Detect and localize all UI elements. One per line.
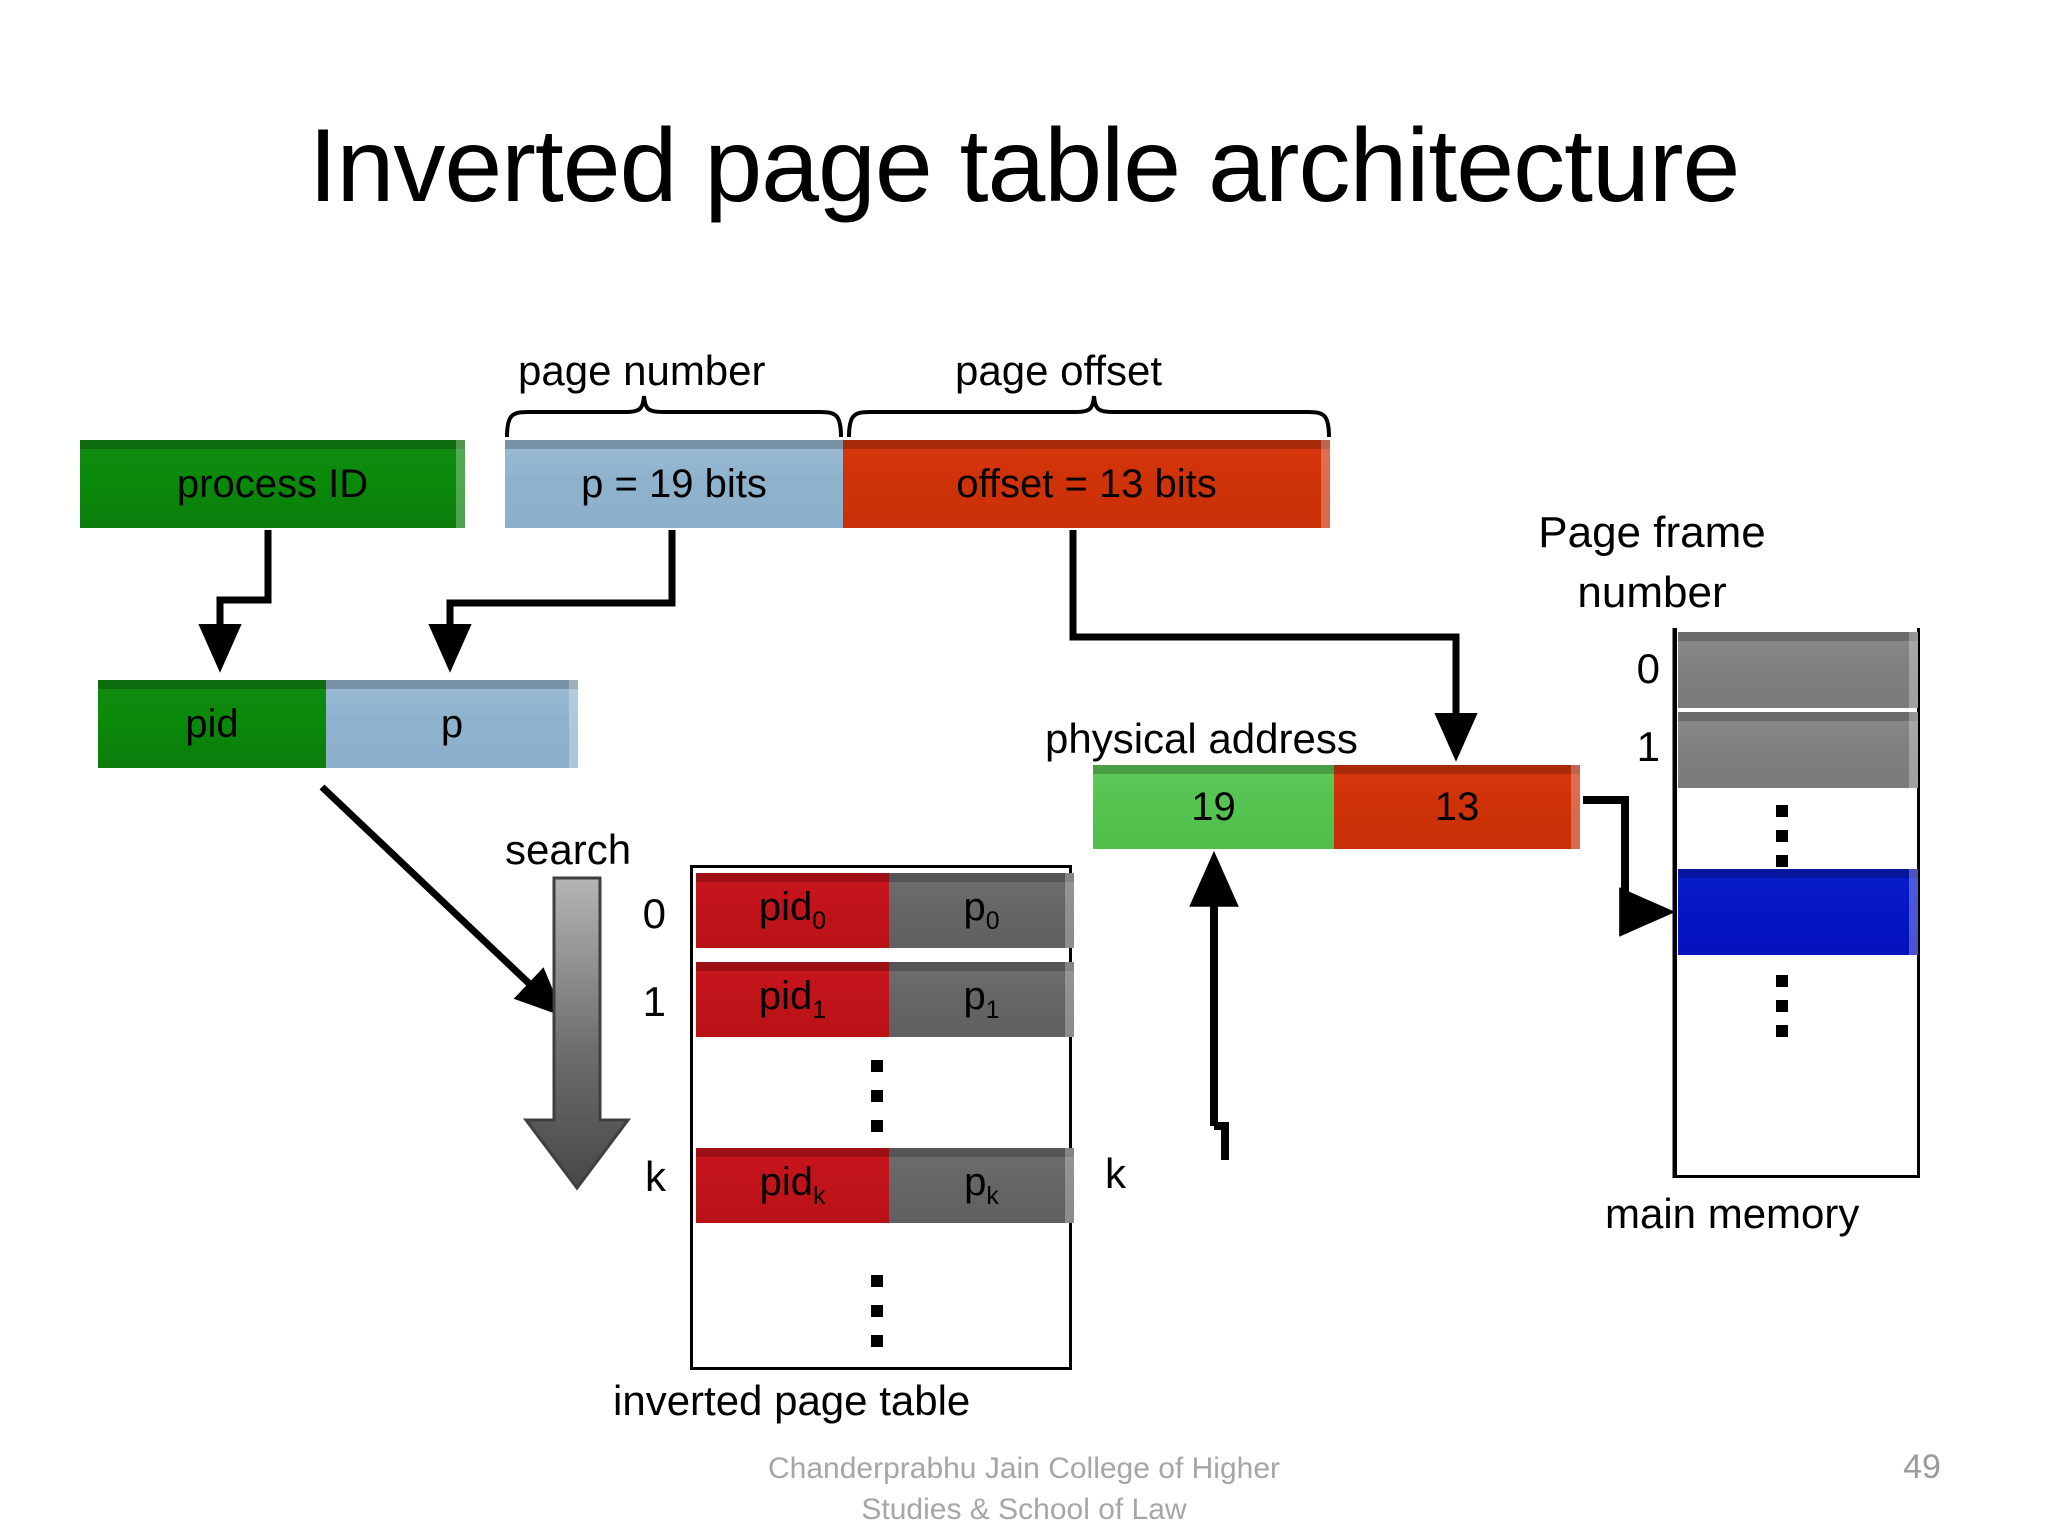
memory-ellipsis-upper [1775,805,1789,867]
pid-key-block[interactable]: pid [98,680,326,768]
physical-address-offset-value: 13 [1434,784,1480,829]
ellipsis-dot [871,1305,883,1317]
ellipsis-dot [1776,975,1788,987]
memory-frame-index-0: 0 [1636,645,1660,692]
ipt-row-index-k: k [645,1153,666,1200]
ipt-ellipsis-lower [870,1275,884,1347]
ipt-row-1-p-text: p1 [963,974,1000,1024]
ellipsis-dot [871,1060,883,1072]
offset-field-label: offset = 13 bits [956,461,1217,506]
page-offset-brace [847,395,1331,438]
ipt-row-0-p-cell[interactable]: p0 [889,873,1074,948]
page-frame-number-title-line1: Page frame [1538,508,1766,557]
ipt-row-1-pid-text: pid1 [758,974,827,1024]
inverted-page-table-caption: inverted page table [613,1377,971,1424]
main-memory-caption: main memory [1605,1190,1860,1237]
physical-address-source-index-label: k [1105,1150,1126,1197]
ellipsis-dot [871,1090,883,1102]
main-memory-container [1674,628,1920,1178]
ipt-row-0-pid-text: pid0 [758,885,827,935]
virtual-page-number-block[interactable]: p = 19 bits [505,440,843,528]
page-number-brace [505,395,843,438]
search-label: search [505,826,632,873]
page-offset-brace-label: page offset [955,347,1163,394]
physical-address-frame-value: 19 [1191,784,1236,829]
ipt-row-k-p-cell[interactable]: pk [889,1148,1074,1223]
p-key-block[interactable]: p [326,680,578,768]
ellipsis-dot [1776,1025,1788,1037]
ellipsis-dot [1776,855,1788,867]
process-id-label: process ID [176,461,369,506]
virtual-offset-block[interactable]: offset = 13 bits [843,440,1330,528]
physical-address-to-memory-connector [1583,796,1676,937]
ellipsis-dot [871,1120,883,1132]
p-key-label: p [440,701,464,746]
physical-address-offset-block[interactable]: 13 [1334,765,1580,849]
page-number-to-p-connector [428,530,676,673]
memory-frame-0[interactable] [1678,632,1918,708]
process-id-to-pid-connector [198,530,272,673]
ellipsis-dot [1776,830,1788,842]
ipt-row-k-pid-cell[interactable]: pidk [696,1148,889,1223]
footer-line-2: Studies & School of Law [861,1493,1187,1526]
ipt-row-0-p-text: p0 [963,885,1000,935]
ipt-row-1-pid-cell[interactable]: pid1 [696,962,889,1037]
ipt-row-k-p-text: pk [964,1160,999,1210]
ellipsis-dot [871,1335,883,1347]
memory-ellipsis-lower [1775,975,1789,1037]
physical-address-label: physical address [1045,715,1358,762]
ipt-row-index-0: 0 [642,890,666,937]
ellipsis-dot [1776,805,1788,817]
ipt-row-k-pid-text: pidk [759,1160,826,1210]
memory-target-frame[interactable] [1678,869,1918,955]
k-elbow-connector [1214,1122,1229,1160]
ellipsis-dot [1776,1000,1788,1012]
pid-key-label: pid [185,701,239,746]
ipt-row-index-1: 1 [642,978,666,1025]
page-number: 49 [1903,1448,1941,1486]
inverted-page-table-container [690,865,1072,1370]
page-title: Inverted page table architecture [308,108,1741,224]
footer-line-1: Chanderprabhu Jain College of Higher [768,1452,1280,1485]
key-to-search-connector [319,784,565,1017]
ipt-ellipsis-upper [870,1060,884,1132]
search-arrow-icon [523,876,631,1191]
page-frame-number-title-line2: number [1577,568,1727,617]
page-number-brace-label: page number [518,347,766,394]
footer: Chanderprabhu Jain College of Higher Stu… [0,1448,2048,1530]
ellipsis-dot [871,1275,883,1287]
memory-frame-index-1: 1 [1636,723,1660,770]
process-id-block[interactable]: process ID [80,440,465,528]
memory-frame-1[interactable] [1678,712,1918,788]
p-field-label: p = 19 bits [581,461,767,506]
ipt-row-1-p-cell[interactable]: p1 [889,962,1074,1037]
ipt-row-0-pid-cell[interactable]: pid0 [696,873,889,948]
physical-address-frame-block[interactable]: 19 [1093,765,1334,849]
